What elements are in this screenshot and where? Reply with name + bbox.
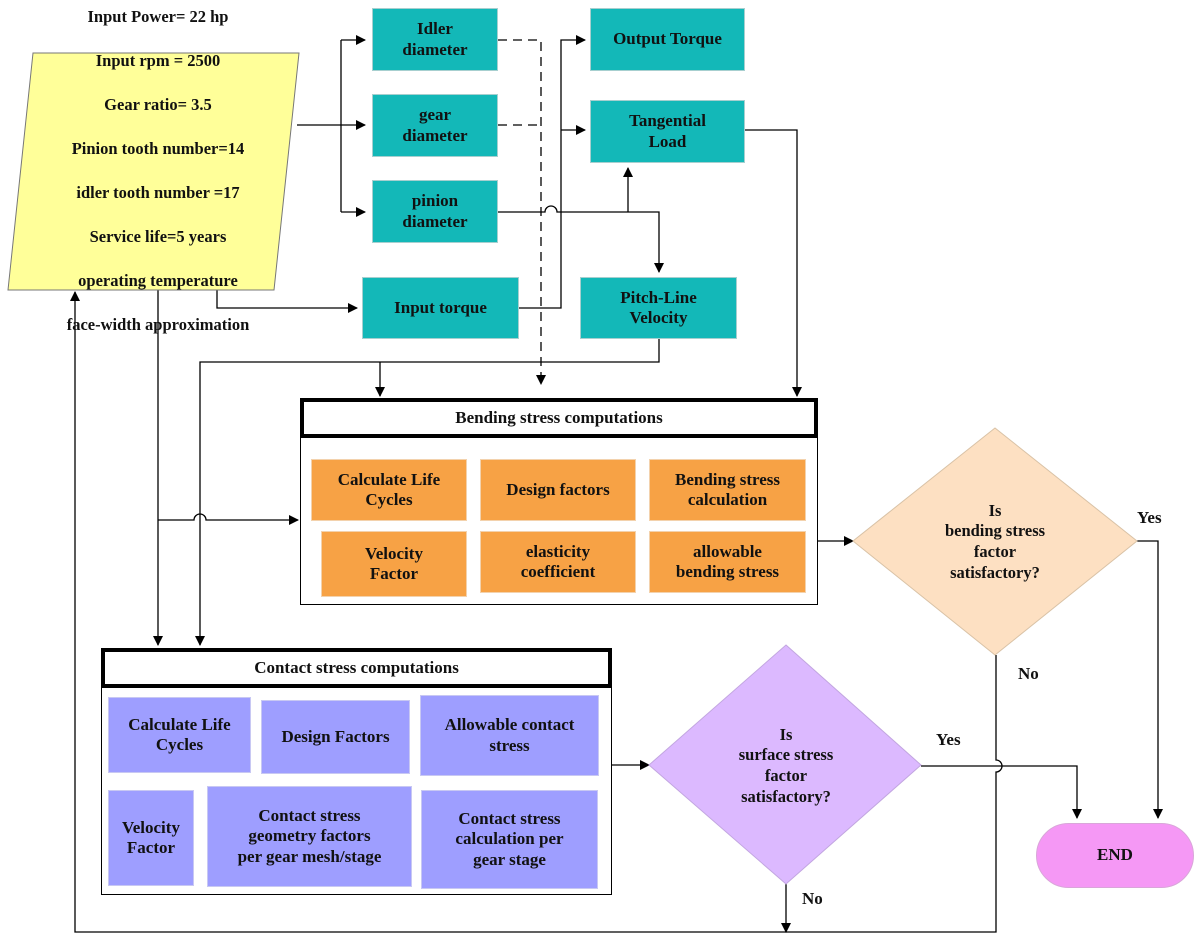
bending-stress-title: Bending stress computations <box>300 398 818 438</box>
idler-diameter-box: Idler diameter <box>372 8 498 71</box>
gear-diameter-box: gear diameter <box>372 94 498 157</box>
input-line-power: Input Power= 22 hp <box>87 7 229 27</box>
edge-input-to-bending <box>158 513 299 525</box>
edge-tangential-to-bending <box>745 129 802 397</box>
edge-input-to-input-torque <box>216 290 358 313</box>
input-line-face-width: face-width approximation <box>66 314 250 334</box>
tangential-load-box: Tangential Load <box>590 100 745 163</box>
input-line-gear-ratio: Gear ratio= 3.5 <box>104 95 212 115</box>
surface-decision-diamond <box>648 644 922 885</box>
input-parameters-list: Input Power= 22 hp Input rpm = 2500 Gear… <box>67 0 250 357</box>
bending-decision-shape <box>852 427 1138 656</box>
edge-bending-no-loop <box>70 291 1003 933</box>
contact-life-cycles-box: Calculate Life Cycles <box>108 697 251 773</box>
input-line-service-life: Service life=5 years <box>89 226 227 246</box>
contact-design-factors-box: Design Factors <box>261 700 410 774</box>
input-parameters-parallelogram <box>7 52 300 291</box>
bending-life-cycles-box: Calculate Life Cycles <box>311 459 467 521</box>
output-torque-box: Output Torque <box>590 8 745 71</box>
contact-stress-calculation-box: Contact stress calculation per gear stag… <box>421 790 598 889</box>
pitch-line-velocity-box: Pitch-Line Velocity <box>580 277 737 339</box>
allowable-contact-stress-box: Allowable contact stress <box>420 695 599 776</box>
edge-input-torque-to-output-torque <box>519 35 586 309</box>
end-terminator: END <box>1036 823 1194 888</box>
input-line-temperature: operating temperature <box>78 270 238 290</box>
input-line-pinion-teeth: Pinion tooth number=14 <box>71 139 245 159</box>
surface-decision-text: Is surface stress factor satisfactory? <box>738 724 834 806</box>
surface-decision-shape <box>648 644 922 885</box>
edge-surface-yes-to-end <box>921 765 1082 819</box>
edge-bending-yes-to-end <box>1137 540 1163 819</box>
elasticity-coefficient-box: elasticity coefficient <box>480 531 636 593</box>
edge-pitch-velocity-to-stress <box>195 337 660 646</box>
bending-decision-text: Is bending stress factor satisfactory? <box>944 500 1046 582</box>
input-parameters-shape <box>7 52 300 291</box>
edge-idler-dashed <box>498 39 546 385</box>
surface-no-label: No <box>802 889 823 908</box>
bending-stress-calculation-box: Bending stress calculation <box>649 459 806 521</box>
contact-stress-title: Contact stress computations <box>101 648 612 688</box>
input-parameters-text: Input Power= 22 hp Input rpm = 2500 Gear… <box>33 7 283 333</box>
input-line-idler-teeth: idler tooth number =17 <box>76 182 240 202</box>
bending-decision-diamond <box>852 427 1138 656</box>
allowable-bending-stress-box: allowable bending stress <box>649 531 806 593</box>
bending-yes-label: Yes <box>1137 508 1162 527</box>
input-line-rpm: Input rpm = 2500 <box>95 51 221 71</box>
edge-pinion-to-pitch-velocity <box>498 205 664 273</box>
contact-velocity-factor-box: Velocity Factor <box>108 790 194 886</box>
bending-velocity-factor-box: Velocity Factor <box>321 531 467 597</box>
surface-yes-label: Yes <box>936 730 961 749</box>
bending-design-factors-box: Design factors <box>480 459 636 521</box>
bending-no-label: No <box>1018 664 1039 683</box>
contact-geometry-factors-box: Contact stress geometry factors per gear… <box>207 786 412 887</box>
pinion-diameter-box: pinion diameter <box>372 180 498 243</box>
input-torque-box: Input torque <box>362 277 519 339</box>
